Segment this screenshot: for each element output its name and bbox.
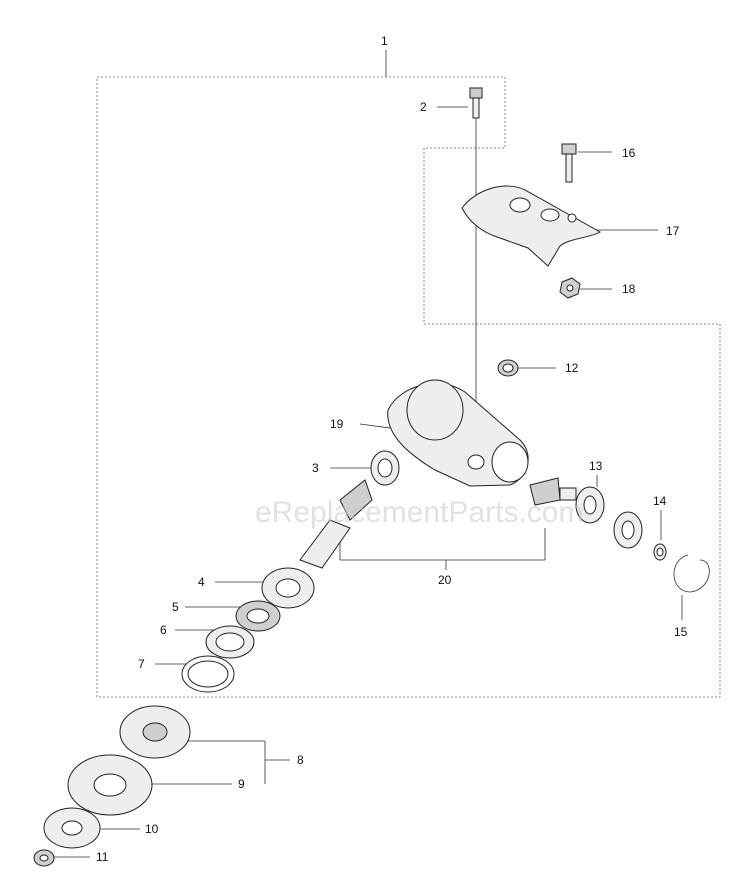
washer-part-14	[653, 543, 667, 561]
nut-part-11	[33, 849, 55, 867]
support-cup-part	[119, 705, 191, 759]
callout-9: 9	[238, 777, 245, 791]
callout-20: 20	[438, 573, 452, 587]
callout-5: 5	[172, 600, 179, 614]
callout-11: 11	[96, 850, 109, 864]
callout-4: 4	[198, 575, 205, 589]
bearing-part-4	[261, 567, 315, 609]
watermark: eReplacementParts.com	[255, 496, 583, 529]
plug-part	[497, 359, 519, 377]
snap-ring-part	[673, 554, 710, 593]
assembly-group-outline	[96, 76, 721, 698]
callout-14: 14	[653, 494, 667, 508]
callout-15: 15	[674, 625, 688, 639]
callout-13: 13	[589, 459, 603, 473]
callout-17: 17	[666, 224, 680, 238]
washer-part-6	[205, 625, 255, 659]
leader-lines	[50, 50, 683, 858]
screw-part	[561, 143, 577, 183]
callout-6: 6	[160, 623, 167, 637]
callout-10: 10	[145, 822, 159, 836]
gear-set-part	[299, 477, 577, 569]
callout-1: 1	[381, 34, 388, 48]
gear-housing-part	[387, 379, 529, 487]
callout-labels: 1 2 16 17 18 12 19 3 13 14 20 4 5 6 15 7…	[96, 34, 688, 864]
callout-18: 18	[622, 282, 636, 296]
ring-part	[181, 655, 235, 693]
bolt-part	[469, 87, 483, 119]
callout-19: 19	[330, 417, 344, 431]
callout-12: 12	[565, 361, 579, 375]
callout-8: 8	[297, 753, 304, 767]
bearing-part-3	[370, 450, 400, 486]
flange-part	[67, 754, 153, 816]
bearing-part-13	[575, 486, 643, 549]
callout-16: 16	[622, 146, 636, 160]
shield-part	[461, 185, 601, 267]
washer-part-10	[43, 807, 101, 849]
callout-7: 7	[138, 657, 145, 671]
nut-part	[559, 277, 581, 299]
callout-2: 2	[420, 100, 427, 114]
callout-3: 3	[312, 461, 319, 475]
seal-part	[235, 600, 281, 632]
